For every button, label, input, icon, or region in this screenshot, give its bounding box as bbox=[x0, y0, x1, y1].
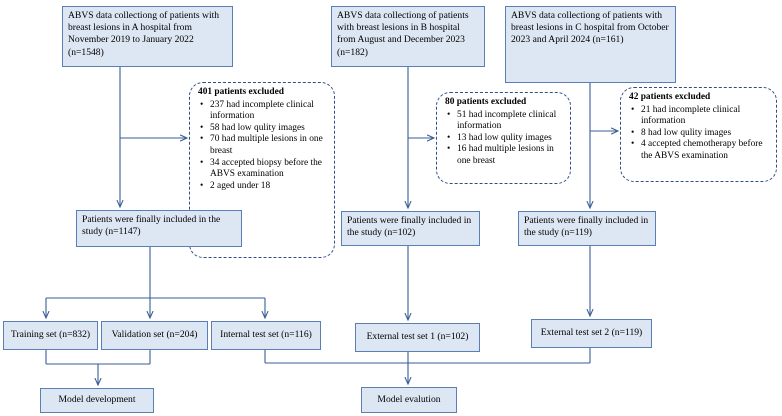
external-test-set-2-box: External test set 2 (n=119) bbox=[531, 319, 652, 348]
source-box-hospital-b: ABVS data collectiong of patients with b… bbox=[331, 6, 485, 67]
exclusion-item: 70 had multiple lesions in one breast bbox=[200, 134, 326, 157]
exclusion-box-hospital-b: 80 patients excluded 51 had incomplete c… bbox=[436, 92, 571, 184]
internal-test-set-box: Internal test set (n=116) bbox=[211, 321, 321, 350]
exclusion-item: 58 had low qulity images bbox=[200, 123, 326, 135]
included-box-hospital-c: Patients were finally included in the st… bbox=[518, 211, 656, 246]
exclusion-item: 2 aged under 18 bbox=[200, 181, 326, 193]
exclusion-item: 34 accepted biopsy before the ABVS exami… bbox=[200, 158, 326, 181]
model-development-box: Model development bbox=[40, 388, 154, 413]
exclusion-heading-a: 401 patients excluded bbox=[198, 87, 284, 97]
source-box-hospital-c: ABVS data collectiong of patients with b… bbox=[505, 6, 676, 83]
exclusion-heading-b: 80 patients excluded bbox=[445, 97, 527, 107]
model-evaluation-box: Model evalution bbox=[361, 387, 457, 413]
training-set-box: Training set (n=832) bbox=[3, 321, 98, 350]
exclusion-item: 8 had low qulity images bbox=[631, 128, 768, 140]
exclusion-item: 237 had incomplete clinical information bbox=[200, 100, 326, 123]
exclusion-item: 21 had incomplete clinical information bbox=[631, 105, 768, 128]
validation-set-box: Validation set (n=204) bbox=[101, 321, 208, 350]
included-box-hospital-b: Patients were finally included in the st… bbox=[341, 211, 480, 246]
source-box-hospital-a: ABVS data collectiong of patients with b… bbox=[62, 6, 233, 67]
exclusion-box-hospital-c: 42 patients excluded 21 had incomplete c… bbox=[620, 87, 777, 182]
exclusion-item: 4 accepted chemotherapy before the ABVS … bbox=[631, 139, 768, 162]
exclusion-item: 13 had low qulity images bbox=[447, 133, 562, 145]
exclusion-item: 16 had multiple lesions in one breast bbox=[447, 144, 562, 167]
external-test-set-1-box: External test set 1 (n=102) bbox=[355, 323, 480, 352]
exclusion-item: 51 had incomplete clinical information bbox=[447, 110, 562, 133]
included-box-hospital-a: Patients were finally included in the st… bbox=[76, 210, 242, 247]
exclusion-heading-c: 42 patients excluded bbox=[629, 92, 711, 102]
